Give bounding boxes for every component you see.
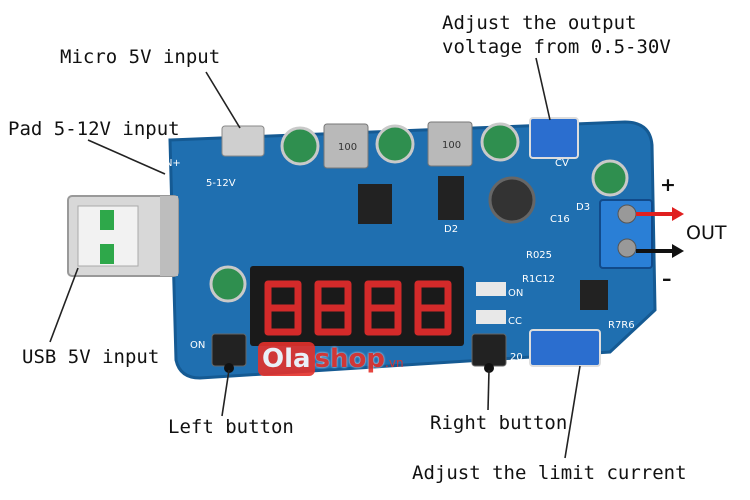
label-adjust-output-1: Adjust the output: [442, 12, 637, 34]
silk-r7r6: R7R6: [608, 320, 635, 331]
current-limit-potentiometer: [529, 329, 601, 367]
label-pad-input: Pad 5-12V input: [8, 118, 180, 140]
silk-on-left: ON: [190, 340, 205, 351]
micro-usb-port: [221, 125, 265, 157]
silk-ind2: 100: [442, 140, 461, 151]
capacitor-5: [209, 265, 247, 303]
capacitor-2: [375, 124, 415, 164]
output-voltage-potentiometer: [529, 117, 579, 159]
silk-c16: C16: [550, 214, 570, 225]
label-adjust-output-2: voltage from 0.5-30V: [442, 36, 671, 58]
silk-r1c12: R1C12: [522, 274, 555, 285]
led-on: [476, 282, 506, 296]
diode-d2: [438, 176, 464, 220]
left-button-body: [211, 333, 247, 367]
ic-chip: [580, 280, 608, 310]
pointer-lines: [49, 57, 581, 459]
label-plus: +: [660, 174, 676, 196]
output-arrows: [636, 207, 684, 258]
label-micro-input: Micro 5V input: [60, 46, 221, 68]
inductor-1: [323, 123, 369, 169]
silk-5-12v: 5-12V: [206, 178, 236, 189]
inductor-2: [427, 121, 473, 167]
seven-segment-display: [250, 266, 464, 346]
silk-d2: D2: [444, 224, 458, 235]
silk-in-plus: IN+: [162, 158, 181, 169]
silk-cc: CC: [508, 316, 522, 327]
label-adjust-limit: Adjust the limit current: [412, 462, 687, 484]
right-button-body: [471, 333, 507, 367]
usb-connector: [67, 195, 179, 277]
capacitor-1: [280, 126, 320, 166]
silk-r025: R025: [526, 250, 552, 261]
capacitor-4: [591, 159, 629, 197]
label-minus: –: [662, 268, 672, 290]
led-cc: [476, 310, 506, 324]
mosfet-chip: [358, 184, 392, 224]
toroid-inductor: [488, 176, 536, 224]
silk-on-right: ON: [508, 288, 523, 299]
label-usb-input: USB 5V input: [22, 346, 160, 368]
silk-in-minus: IN-: [158, 312, 172, 323]
label-left-button: Left button: [168, 416, 294, 438]
capacitor-3: [480, 122, 520, 162]
silk-d3: D3: [576, 202, 590, 213]
label-right-button: Right button: [430, 412, 568, 434]
label-out: OUT: [686, 222, 727, 244]
silk-20: 20: [510, 352, 523, 363]
silk-ind1: 100: [338, 142, 357, 153]
silk-cv: CV: [555, 158, 569, 169]
